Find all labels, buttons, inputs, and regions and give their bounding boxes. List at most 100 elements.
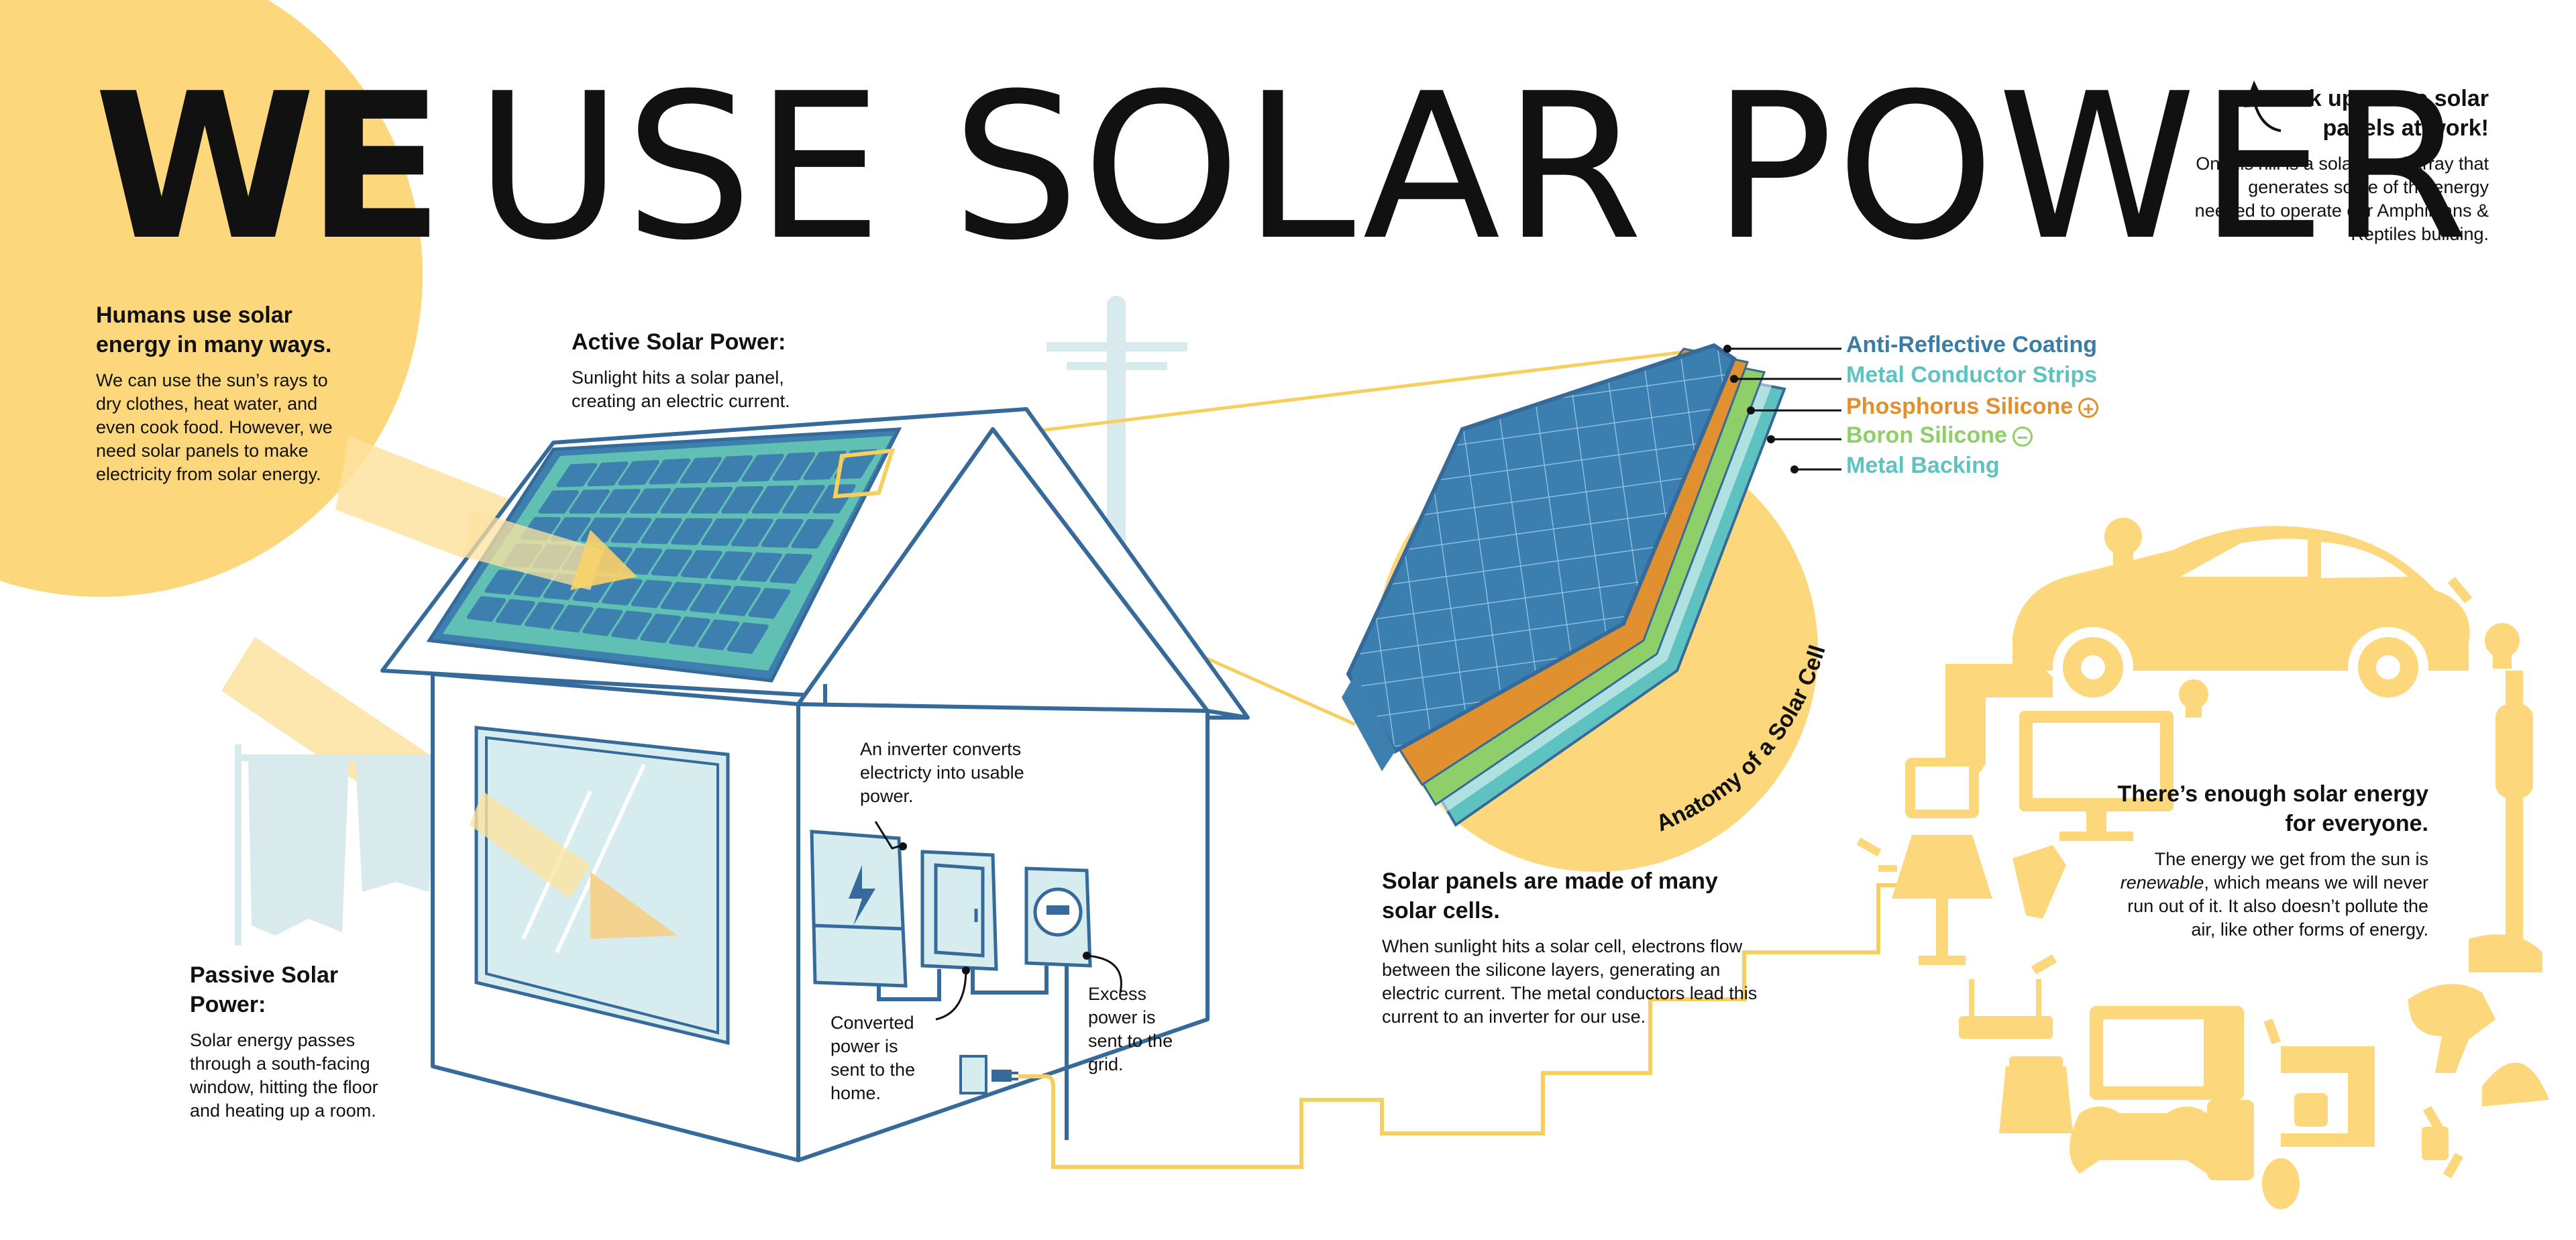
layer-label-4: Boron Silicone− [1846,422,2033,449]
roof-panel-cell [602,577,643,606]
roof-panel-cell [495,599,535,626]
roof-panel-cell [769,553,812,584]
coffee-maker-icon [2281,1046,2375,1147]
hair-dryer-icon [2408,984,2496,1073]
roof-panel-cell [587,461,629,487]
roof-panel-cell [727,622,769,655]
lightbulb-icon [2485,623,2520,669]
humans-heading: Humans use solar energy in many ways. [96,302,332,357]
inverter-note: An inverter converts electricty into usa… [860,738,1081,808]
roof-panel-cell [761,518,804,548]
active-note: Active Solar Power: Sunlight hits a sola… [572,327,847,413]
look-up-note: Look up to see solar panels at work! On … [2194,84,2489,246]
ray-window-arrow [590,872,678,939]
car-icon [2012,526,2470,708]
cells-heading: Solar panels are made of many solar cell… [1382,868,1718,923]
layer-label-3: Phosphorus Silicone+ [1846,394,2099,420]
roof-panel-cell [741,453,784,482]
router-icon [1959,979,2053,1039]
roof-panel-cell [718,585,761,616]
mug-icon [2422,1127,2449,1160]
active-body: Sunlight hits a solar panel, creating an… [572,368,790,411]
roof-panel-cell [660,487,702,514]
roof-panel-cell [556,463,598,488]
roof-panel-cell [690,486,733,514]
monitor-icon [2019,711,2174,841]
converted-text: Converted power is sent to the home. [830,1013,916,1103]
roof-panel-cell [791,519,835,549]
game-controller-icon [2070,1107,2217,1174]
roof-panel-cell [569,489,610,514]
roof-panel-cell [538,490,579,514]
roof-panel-cell [582,608,623,636]
roof-panel-cell [611,610,652,640]
vacuum-cleaner-icon [2469,671,2542,972]
lamp-icon [1892,835,1992,965]
disconnect-box [920,850,998,971]
roof-panel-cell [748,587,791,619]
microwave-icon [2090,1006,2244,1100]
roof-panel-cell [710,455,753,483]
excess-text: Excess power is sent to the grid. [1088,984,1173,1074]
roof-panel-cells [466,449,877,655]
highlighted-cell [833,448,896,499]
appliance-silhouettes [1856,518,2549,1209]
roof-panel-cell [740,552,782,582]
converted-note: Converted power is sent to the home. [830,1011,931,1105]
roof-panel-cell [631,579,672,608]
solar-cell-layers [1342,343,1786,827]
roof-panel-cell [660,581,702,611]
roof-panel-cell [484,569,525,595]
phone-icon [2207,1100,2254,1180]
roof-panel-cell [525,602,565,629]
cells-body: When sunlight hits a solar cell, electro… [1382,936,1758,1027]
roof-panel-cell [618,459,659,486]
roof-panel-cell [690,583,731,614]
sun [0,0,423,597]
humans-body: We can use the sun’s rays to dry clothes… [96,370,333,484]
roof-panel-cell [630,488,672,514]
roof-panel-cell [782,484,825,514]
passive-heading: Passive Solar Power: [190,962,339,1017]
humans-note: Humans use solar energy in many ways. We… [96,300,351,486]
wall-outlet [959,1055,1018,1094]
layer-leader-lines [1727,347,1841,471]
computer-mouse-icon [2262,1158,2300,1209]
roof-panel-cell [751,485,794,514]
kettle-icon [1999,1056,2073,1133]
roof-panel-cell [466,596,506,622]
power-cord [1018,883,1919,1169]
roof-panel-cell [680,550,722,579]
flashlight-icon [2012,845,2066,919]
roof-panel-cell [698,619,740,651]
charge-badge: − [2012,427,2033,447]
lightbulb-icon [2104,518,2142,567]
layer-label-5: Metal Backing [1846,453,2000,478]
roof-panel-cell [669,616,710,647]
tablet-icon [1905,758,1979,818]
roof-panel-cell [621,547,663,575]
iron-icon [2482,1062,2549,1107]
enough-body: The energy we get from the sun is renewa… [2120,849,2428,940]
title-bold: WE [94,50,444,284]
look-up-body: On this hill is a solar panel array that… [2194,154,2489,244]
ray-through-window [470,791,590,899]
roof-panel-cell [710,551,753,581]
excess-note: Excess power is sent to the grid. [1088,982,1182,1076]
roof-panel-cell [812,484,856,514]
roof-panel-cell [731,518,773,547]
roof-panel-cell [599,488,641,514]
clothesline-ghost [235,744,443,946]
inverter-box [810,830,908,988]
look-up-heading: Look up to see solar panels at work! [2267,86,2489,141]
wiring [877,966,1069,1140]
roof-panel-cell [553,604,594,633]
passive-body: Solar energy passes through a south-faci… [190,1030,378,1121]
cells-note: Solar panels are made of many solar cell… [1382,866,1778,1029]
roof-panel-cell [640,613,682,644]
roof-panel-cell [610,517,652,544]
battery-icons [1856,577,2473,1179]
roof-panel-cell [680,457,722,484]
